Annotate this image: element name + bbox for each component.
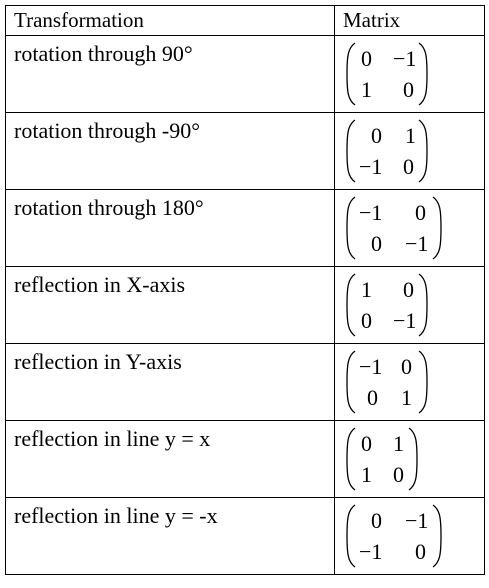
left-bracket	[346, 350, 356, 414]
left-bracket	[346, 42, 356, 106]
matrix-entry: 0	[361, 431, 372, 456]
left-bracket	[346, 504, 356, 568]
table-row: reflection in X-axis 1 0 0 −1	[5, 266, 485, 344]
matrix-cell: 0 1 1 0	[334, 420, 485, 498]
matrix-cell: −1 0 0 −1	[334, 189, 485, 267]
right-bracket	[418, 42, 428, 106]
matrix-entry: 0	[415, 539, 426, 564]
matrix-entry: 1	[401, 385, 412, 410]
matrix-entry: 0	[393, 462, 404, 487]
transformation-label: reflection in line y = -x	[5, 497, 335, 575]
transformation-label: rotation through 90°	[5, 35, 335, 113]
matrix-entry: 0	[371, 231, 382, 256]
matrix-entry: 0	[403, 154, 414, 179]
matrix-entry: −1	[393, 46, 417, 71]
matrix-entry: 0	[403, 77, 414, 102]
left-bracket	[346, 119, 356, 183]
transformation-label: rotation through -90°	[5, 112, 335, 190]
left-bracket	[346, 427, 356, 491]
matrix: 0 −1 1 0	[345, 42, 429, 106]
matrix-entry: −1	[359, 354, 383, 379]
matrix-entry: 0	[371, 123, 382, 148]
matrix-entry: −1	[359, 539, 383, 564]
matrix: 0 −1 −1 0	[345, 504, 443, 568]
left-bracket	[346, 196, 356, 260]
table-row: rotation through 180° −1 0 0 −1	[5, 189, 485, 267]
matrix-entry: −1	[405, 508, 429, 533]
table-header-row: Transformation Matrix	[5, 5, 485, 36]
transformation-table: Transformation Matrix rotation through 9…	[5, 5, 485, 575]
matrix-entry: 0	[403, 277, 414, 302]
transformation-label: reflection in X-axis	[5, 266, 335, 344]
right-bracket	[418, 119, 428, 183]
right-bracket	[432, 504, 442, 568]
matrix-entry: 1	[361, 462, 372, 487]
matrix-entry: −1	[405, 231, 429, 256]
matrix-cell: 0 1 −1 0	[334, 112, 485, 190]
table-row: rotation through 90° 0 −1 1 0	[5, 35, 485, 113]
matrix-cell: −1 0 0 1	[334, 343, 485, 421]
matrix-cell: 1 0 0 −1	[334, 266, 485, 344]
matrix: 0 1 1 0	[345, 427, 419, 491]
matrix-entry: 0	[361, 308, 372, 333]
transformation-label: reflection in line y = x	[5, 420, 335, 498]
matrix-entry: −1	[393, 308, 417, 333]
right-bracket	[408, 427, 418, 491]
matrix-entry: −1	[359, 200, 383, 225]
matrix: −1 0 0 −1	[345, 196, 443, 260]
matrix-entry: 0	[401, 354, 412, 379]
table-row: reflection in line y = -x 0 −1 −1 0	[5, 497, 485, 575]
matrix-entry: −1	[359, 154, 383, 179]
right-bracket	[418, 350, 428, 414]
right-bracket	[418, 273, 428, 337]
matrix: −1 0 0 1	[345, 350, 429, 414]
matrix-cell: 0 −1 1 0	[334, 35, 485, 113]
matrix-entry: 1	[361, 77, 372, 102]
matrix-entry: 1	[393, 431, 404, 456]
matrix-entry: 1	[405, 123, 416, 148]
matrix-cell: 0 −1 −1 0	[334, 497, 485, 575]
matrix: 0 1 −1 0	[345, 119, 429, 183]
matrix-entry: 1	[361, 277, 372, 302]
header-matrix: Matrix	[334, 5, 485, 36]
header-transformation: Transformation	[5, 5, 335, 36]
matrix-entry: 0	[367, 385, 378, 410]
left-bracket	[346, 273, 356, 337]
matrix-entry: 0	[415, 200, 426, 225]
table-row: reflection in Y-axis −1 0 0 1	[5, 343, 485, 421]
matrix: 1 0 0 −1	[345, 273, 429, 337]
right-bracket	[432, 196, 442, 260]
transformation-label: rotation through 180°	[5, 189, 335, 267]
table-row: rotation through -90° 0 1 −1 0	[5, 112, 485, 190]
transformation-label: reflection in Y-axis	[5, 343, 335, 421]
table-row: reflection in line y = x 0 1 1 0	[5, 420, 485, 498]
matrix-entry: 0	[361, 46, 372, 71]
matrix-entry: 0	[371, 508, 382, 533]
